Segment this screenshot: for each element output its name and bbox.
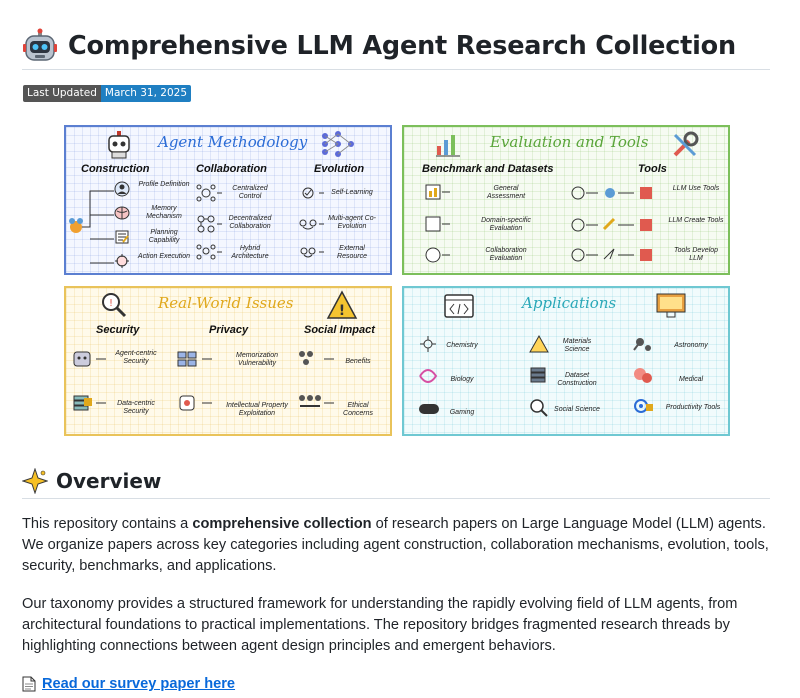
svg-text:!: ! <box>109 298 113 309</box>
magnifier-warning-icon: ! <box>102 293 127 318</box>
monitor-icon <box>656 293 686 318</box>
privacy-heading: Privacy <box>209 324 249 336</box>
svg-text:!: ! <box>339 303 345 319</box>
robot-icon <box>108 131 130 159</box>
planning-icon <box>115 230 129 244</box>
benchmark-item: General Assessment <box>486 185 526 200</box>
overview-divider <box>22 498 770 499</box>
agent-methodology-panel: Agent Methodology Construction Collabora… <box>64 125 392 275</box>
action-icon <box>115 254 129 268</box>
evaluation-tools-panel: Evaluation and Tools Benchmark and Datas… <box>402 125 730 275</box>
application-item: Medical <box>678 376 704 383</box>
benchmark-icons <box>425 184 450 263</box>
social-impact-icons <box>299 351 334 407</box>
benchmark-heading: Benchmark and Datasets <box>422 163 554 175</box>
construction-item: Planning Capability <box>148 229 180 244</box>
title-row: Comprehensive LLM Agent Research Collect… <box>22 24 770 68</box>
security-item: Agent-centric Security <box>115 350 157 365</box>
warning-icon: ! <box>326 290 358 319</box>
application-item: Biology <box>450 376 474 383</box>
construction-heading: Construction <box>81 163 150 175</box>
tools-item: LLM Use Tools <box>672 185 720 192</box>
collaboration-item: Decentralized Collaboration <box>228 215 272 230</box>
badge-value: March 31, 2025 <box>100 85 192 102</box>
page-title: Comprehensive LLM Agent Research Collect… <box>68 31 736 61</box>
overview-paragraph-2: Our taxonomy provides a structured frame… <box>22 596 738 654</box>
construction-item: Memory Mechanism <box>146 205 182 220</box>
privacy-icons <box>177 351 212 411</box>
code-window-icon <box>444 294 474 318</box>
app-col3-icons <box>633 338 653 413</box>
evolution-heading: Evolution <box>314 163 365 175</box>
evaluation-title: Evaluation and Tools <box>490 133 649 151</box>
application-item: Productivity Tools <box>665 404 721 411</box>
application-item: Astronomy <box>674 342 708 349</box>
evolution-item: Self-Learning <box>331 189 373 196</box>
tools-item: Tools Develop LLM <box>673 247 719 262</box>
construction-item: Profile Definition <box>138 181 190 188</box>
tree-branch-icon <box>69 190 114 264</box>
overview-heading-row: Overview <box>22 466 770 496</box>
survey-link-row[interactable]: Read our survey paper here <box>22 674 235 694</box>
collaboration-item: Centralized Control <box>232 185 268 200</box>
title-divider <box>22 69 770 70</box>
methodology-title: Agent Methodology <box>158 133 308 151</box>
issues-title: Real-World Issues <box>158 294 294 312</box>
tools-icon <box>673 131 699 157</box>
evolution-item: Multi-agent Co-Evolution <box>328 215 376 230</box>
security-icons <box>73 351 106 411</box>
privacy-item: Memorization Vulnerability <box>235 352 278 367</box>
memory-icon <box>114 206 130 220</box>
app-col2-icons <box>529 334 549 417</box>
document-icon <box>22 676 36 692</box>
survey-paper-link[interactable]: Read our survey paper here <box>42 676 236 692</box>
social-impact-heading: Social Impact <box>304 324 375 336</box>
overview-text: of research papers on Large Language Mod… <box>22 516 769 574</box>
construction-item: Action Execution <box>137 253 191 260</box>
overview-title: Overview <box>56 469 162 493</box>
overview-text: This repository contains a <box>22 516 193 532</box>
application-item: Social Science <box>554 406 600 413</box>
privacy-item: Intellectual Property Exploitation <box>226 402 288 417</box>
app-col1-icons <box>419 336 439 414</box>
tools-flow-icons <box>571 186 652 262</box>
last-updated-badge[interactable]: Last Updated March 31, 2025 <box>23 85 192 102</box>
applications-title: Applications <box>522 294 617 312</box>
application-item: Dataset Construction <box>557 372 597 387</box>
collaboration-item: Hybrid Architecture <box>231 245 269 260</box>
social-impact-item: Ethical Concerns <box>343 402 373 417</box>
applications-panel: Applications Chemistry Biology Gaming Ma… <box>402 286 730 436</box>
application-item: Chemistry <box>446 342 478 349</box>
application-item: Gaming <box>449 409 475 416</box>
tools-item: LLM Create Tools <box>668 217 724 224</box>
overview-emphasis: comprehensive collection <box>192 516 372 532</box>
benchmark-item: Collaboration Evaluation <box>485 247 527 262</box>
tools-heading: Tools <box>638 163 667 175</box>
chart-icon <box>436 135 460 157</box>
overview-paragraph-1: This repository contains a comprehensive… <box>22 514 772 577</box>
sparkle-icon <box>22 468 48 494</box>
robot-icon <box>23 28 57 61</box>
evolution-item: External Resource <box>337 245 367 260</box>
badge-label: Last Updated <box>23 85 101 102</box>
collaboration-icons <box>196 184 222 260</box>
real-world-issues-panel: ! Real-World Issues ! Security Privacy S… <box>64 286 392 436</box>
profile-icon <box>114 181 130 197</box>
application-item: Materials Science <box>562 338 592 353</box>
security-heading: Security <box>96 324 140 336</box>
security-item: Data-centric Security <box>117 400 155 415</box>
benchmark-item: Domain-specific Evaluation <box>481 217 531 232</box>
evolution-icons <box>299 187 324 258</box>
collaboration-heading: Collaboration <box>196 163 267 175</box>
social-impact-item: Benefits <box>345 358 371 365</box>
network-icon <box>322 131 354 157</box>
